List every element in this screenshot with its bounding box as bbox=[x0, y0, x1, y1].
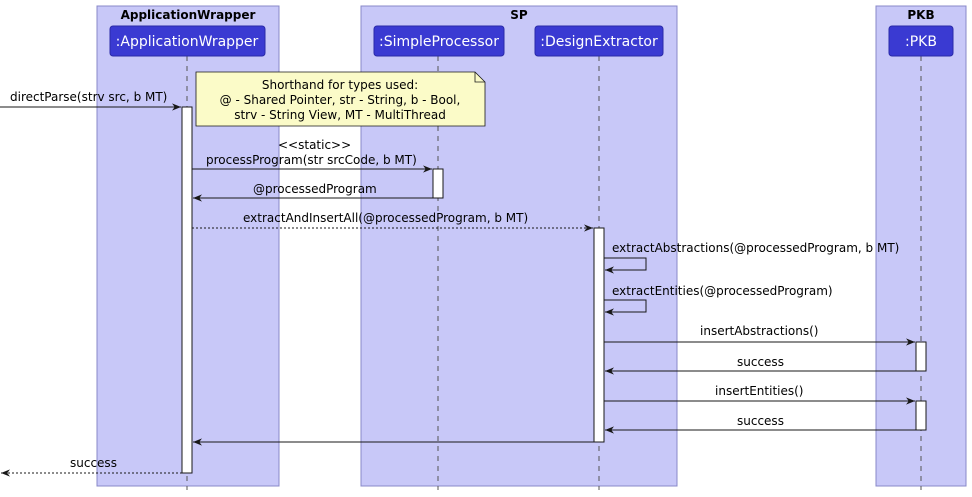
note-line-2: @ - Shared Pointer, str - String, b - Bo… bbox=[220, 93, 461, 107]
message-success-final: success bbox=[70, 456, 117, 470]
message-insert-abstractions: insertAbstractions() bbox=[700, 324, 818, 338]
activation-design-extractor bbox=[593, 227, 605, 443]
activation-pkb-1 bbox=[915, 341, 927, 372]
participant-label-pkb: :PKB bbox=[905, 34, 937, 50]
activation-pkb-2 bbox=[915, 400, 927, 431]
message-processed-program-return: @processedProgram bbox=[253, 182, 377, 196]
message-success-2: success bbox=[737, 414, 784, 428]
participant-application-wrapper[interactable] bbox=[109, 25, 266, 57]
note-line-3: strv - String View, MT - MultiThread bbox=[234, 108, 446, 122]
message-insert-entities: insertEntities() bbox=[715, 384, 803, 398]
participant-label-application-wrapper: :ApplicationWrapper bbox=[116, 34, 259, 50]
message-extract-abstractions: extractAbstractions(@processedProgram, b… bbox=[612, 241, 899, 255]
participant-pkb[interactable] bbox=[888, 25, 954, 57]
box-title-sp: SP bbox=[510, 8, 528, 22]
message-success-1: success bbox=[737, 355, 784, 369]
note-line-1: Shorthand for types used: bbox=[262, 78, 418, 92]
activation-simple-processor bbox=[432, 168, 444, 199]
message-process-program: processProgram(str srcCode, b MT) bbox=[206, 153, 417, 167]
arrow-extract-abstractions bbox=[604, 257, 647, 274]
shorthand-note-fold bbox=[474, 72, 485, 83]
message-static-stereotype: <<static>> bbox=[278, 138, 351, 152]
box-title-application-wrapper: ApplicationWrapper bbox=[121, 8, 256, 22]
participant-design-extractor[interactable] bbox=[534, 25, 664, 57]
activation-application-wrapper bbox=[181, 106, 193, 474]
message-direct-parse: directParse(strv src, b MT) bbox=[10, 90, 167, 104]
box-title-pkb: PKB bbox=[907, 8, 934, 22]
shorthand-note bbox=[195, 71, 486, 127]
participant-label-simple-processor: :SimpleProcessor bbox=[379, 34, 499, 50]
message-extract-and-insert-all: extractAndInsertAll(@processedProgram, b… bbox=[243, 211, 528, 225]
message-extract-entities: extractEntities(@processedProgram) bbox=[612, 284, 833, 298]
arrow-extract-entities bbox=[604, 299, 647, 316]
participant-simple-processor[interactable] bbox=[373, 25, 505, 57]
participant-label-design-extractor: :DesignExtractor bbox=[540, 34, 658, 50]
